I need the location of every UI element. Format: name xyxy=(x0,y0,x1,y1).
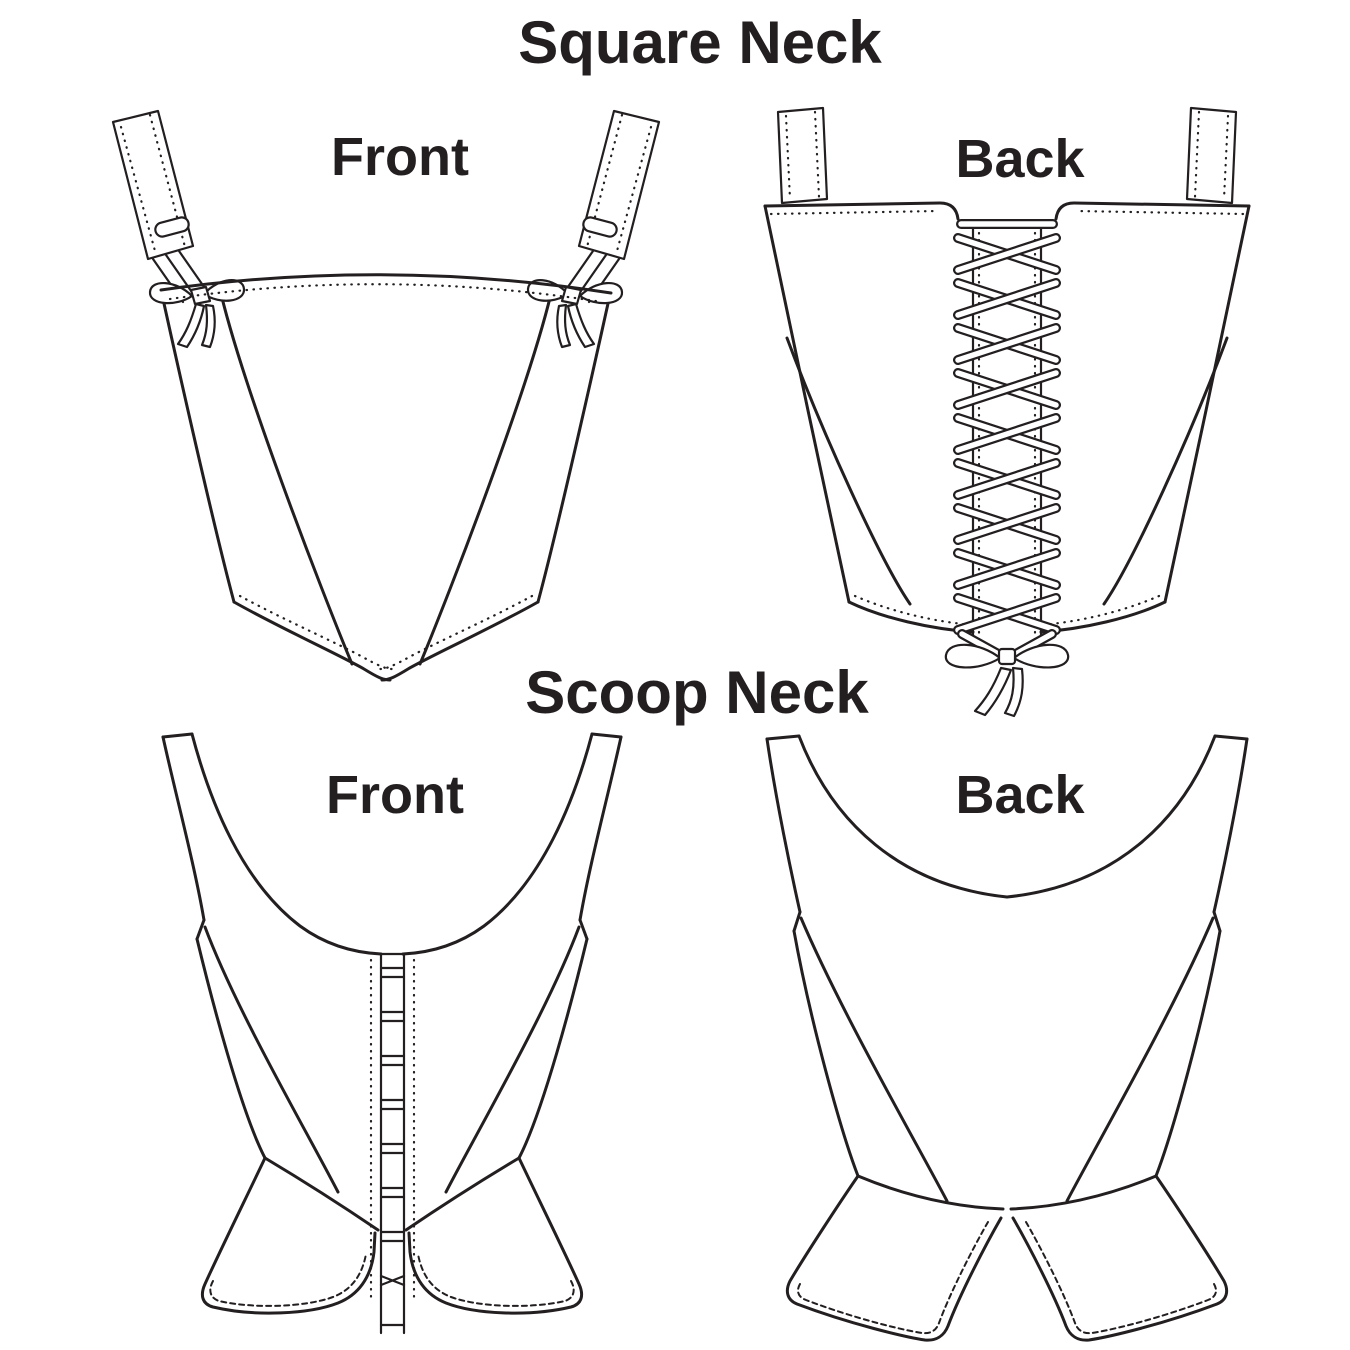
hook-and-eye-tape xyxy=(369,952,416,1335)
square-front-left-strap-and-side xyxy=(111,109,394,682)
scoop-neck-front-label: Front xyxy=(326,765,464,825)
scoop-back-left-half xyxy=(765,734,1009,1342)
square-neck-front-label: Front xyxy=(331,127,469,187)
square-back-left-strap-and-side xyxy=(763,106,975,634)
scoop-neck-back-illustration xyxy=(765,734,1249,1342)
section-title-scoop-neck: Scoop Neck xyxy=(525,659,869,726)
scoop-front-left-half xyxy=(161,732,383,1315)
square-neck-back-label: Back xyxy=(955,129,1085,189)
lacing-bow xyxy=(944,643,1070,718)
square-neck-front-illustration xyxy=(111,109,661,682)
center-back-lacing xyxy=(953,219,1061,660)
scoop-neck-back-label: Back xyxy=(955,765,1085,825)
square-neck-back-illustration xyxy=(763,106,1251,718)
scoop-neck-front-illustration xyxy=(161,732,623,1335)
section-title-square-neck: Square Neck xyxy=(518,9,882,76)
